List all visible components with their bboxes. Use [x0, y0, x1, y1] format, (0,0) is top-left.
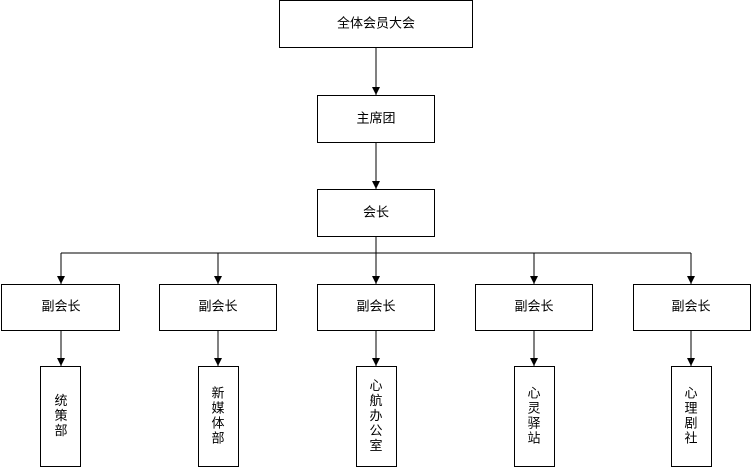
node-dept-1-label: 统策部 — [54, 394, 67, 439]
node-dept-2-label: 新媒体部 — [211, 385, 224, 446]
node-dept-5-box — [671, 366, 712, 467]
node-vp-1-label: 副会长 — [41, 300, 80, 315]
node-vp-2-box — [159, 284, 277, 331]
node-vp-4-label: 副会长 — [514, 300, 553, 315]
node-vp-3-label: 副会长 — [356, 300, 395, 315]
node-assembly-label: 全体会员大会 — [337, 16, 415, 32]
node-vp-2: 副会长 — [159, 284, 277, 331]
node-vp-1: 副会长 — [1, 284, 120, 331]
node-vp-3: 副会长 — [317, 284, 435, 331]
node-president-box — [317, 189, 435, 237]
node-dept-1-box — [40, 366, 81, 467]
node-vp-4-box — [475, 284, 593, 331]
node-dept-4: 心灵驿站 — [514, 366, 555, 467]
node-presidium-label: 主席团 — [356, 111, 395, 127]
node-dept-4-label: 心灵驿站 — [527, 386, 540, 446]
node-president: 会长 — [317, 189, 435, 237]
node-assembly: 全体会员大会 — [279, 0, 473, 48]
node-dept-3-box — [356, 366, 397, 467]
node-presidium: 主席团 — [317, 95, 435, 143]
node-dept-5: 心理剧社 — [671, 366, 712, 467]
node-dept-3: 心航办公室 — [356, 366, 397, 467]
node-president-label: 会长 — [363, 206, 389, 221]
node-vp-2-label: 副会长 — [198, 300, 237, 315]
node-presidium-box — [317, 95, 435, 143]
node-vp-5-box — [633, 284, 751, 331]
node-dept-4-box — [514, 366, 555, 467]
connectors — [57, 47, 695, 366]
node-vp-1-box — [1, 284, 120, 331]
node-dept-1: 统策部 — [40, 366, 81, 467]
node-vp-4: 副会长 — [475, 284, 593, 331]
node-vp-5: 副会长 — [633, 284, 751, 331]
node-vp-5-label: 副会长 — [671, 300, 710, 315]
node-dept-2: 新媒体部 — [198, 366, 239, 467]
node-dept-2-box — [198, 366, 239, 467]
node-assembly-box — [279, 0, 473, 48]
node-dept-5-label: 心理剧社 — [684, 386, 697, 446]
node-dept-3-label: 心航办公室 — [369, 379, 382, 454]
node-vp-3-box — [317, 284, 435, 331]
